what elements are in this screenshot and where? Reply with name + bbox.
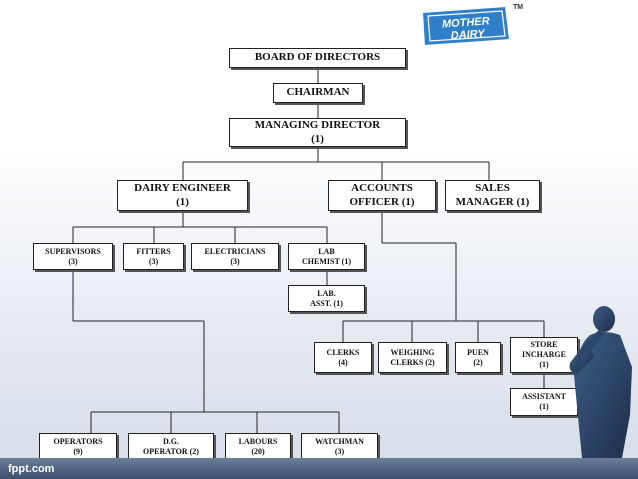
dairy-engineer-box: DAIRY ENGINEER (1)	[117, 180, 248, 211]
trademark-label: TM	[513, 4, 524, 11]
footer-bar	[0, 458, 638, 479]
managing-director-count: (1)	[311, 132, 324, 145]
lab-chemist-box: LAB CHEMIST (1)	[288, 243, 365, 270]
store-incharge-label: STORE	[530, 340, 558, 349]
weighing-clerks-box: WEIGHING CLERKS (2)	[378, 342, 447, 373]
logo-line1: MOTHER	[442, 15, 490, 30]
fitters-box: FITTERS (3)	[123, 243, 184, 270]
operators-label: OPERATORS	[53, 436, 103, 446]
board-of-directors-box: BOARD OF DIRECTORS	[229, 48, 406, 68]
dg-operator-label: D.G.	[163, 436, 179, 446]
electricians-count: (3)	[230, 256, 240, 266]
watchman-box: WATCHMAN (3)	[301, 433, 378, 460]
footer-text: fppt.com	[8, 463, 55, 475]
electricians-box: ELECTRICIANS (3)	[191, 243, 279, 270]
chairman-box: CHAIRMAN	[273, 83, 363, 103]
clerks-box: CLERKS (4)	[314, 342, 372, 373]
labours-box: LABOURS (20)	[225, 433, 291, 460]
store-incharge-count: (1)	[539, 360, 549, 369]
operators-box: OPERATORS (9)	[39, 433, 117, 460]
accounts-officer-label: ACCOUNTS	[351, 181, 413, 194]
fitters-label: FITTERS	[136, 246, 171, 256]
chairman-label: CHAIRMAN	[286, 86, 350, 99]
dairy-engineer-label: DAIRY ENGINEER	[134, 181, 231, 194]
store-incharge-line2: INCHARGE	[521, 350, 566, 359]
watchman-label: WATCHMAN	[315, 436, 364, 446]
accounts-officer-box: ACCOUNTS OFFICER (1)	[328, 180, 436, 211]
weighing-clerks-line2: CLERKS (2)	[390, 357, 435, 367]
lab-asst-line2: ASST. (1)	[310, 298, 343, 308]
sales-manager-line2: MANAGER (1)	[455, 195, 530, 208]
dairy-engineer-count: (1)	[176, 195, 189, 208]
operators-count: (9)	[73, 446, 83, 456]
weighing-clerks-label: WEIGHING	[390, 347, 435, 357]
labours-count: (20)	[251, 446, 265, 456]
lab-chemist-line2: CHEMIST (1)	[302, 256, 351, 266]
businessman-silhouette-image	[569, 306, 632, 458]
supervisors-box: SUPERVISORS (3)	[33, 243, 113, 270]
dg-operator-line2: OPERATOR (2)	[143, 446, 199, 456]
assistant-count: (1)	[539, 402, 549, 411]
supervisors-label: SUPERVISORS	[45, 246, 101, 256]
sales-manager-label: SALES	[475, 181, 510, 194]
mother-dairy-logo: MOTHER DAIRY	[420, 4, 512, 48]
dg-operator-box: D.G. OPERATOR (2)	[128, 433, 214, 460]
watchman-count: (3)	[334, 446, 345, 456]
sales-manager-box: SALES MANAGER (1)	[445, 180, 540, 211]
accounts-officer-line2: OFFICER (1)	[349, 195, 415, 208]
supervisors-count: (3)	[68, 256, 78, 266]
puen-label: PUEN	[467, 347, 489, 357]
managing-director-label: MANAGING DIRECTOR	[254, 118, 381, 131]
managing-director-box: MANAGING DIRECTOR (1)	[229, 118, 406, 147]
logo-line2: DAIRY	[450, 28, 486, 42]
board-of-directors-label: BOARD OF DIRECTORS	[254, 51, 381, 64]
assistant-label: ASSISTANT	[522, 392, 566, 401]
assistant-box: ASSISTANT (1)	[510, 388, 578, 416]
electricians-label: ELECTRICIANS	[204, 246, 266, 256]
fitters-count: (3)	[148, 256, 159, 266]
puen-box: PUEN (2)	[455, 342, 501, 373]
labours-label: LABOURS	[238, 436, 278, 446]
lab-asst-box: LAB. ASST. (1)	[288, 285, 365, 312]
lab-chemist-label: LAB	[318, 246, 335, 256]
clerks-label: CLERKS	[326, 347, 360, 357]
clerks-count: (4)	[338, 357, 348, 367]
lab-asst-label: LAB.	[317, 288, 336, 298]
puen-count: (2)	[473, 357, 483, 367]
